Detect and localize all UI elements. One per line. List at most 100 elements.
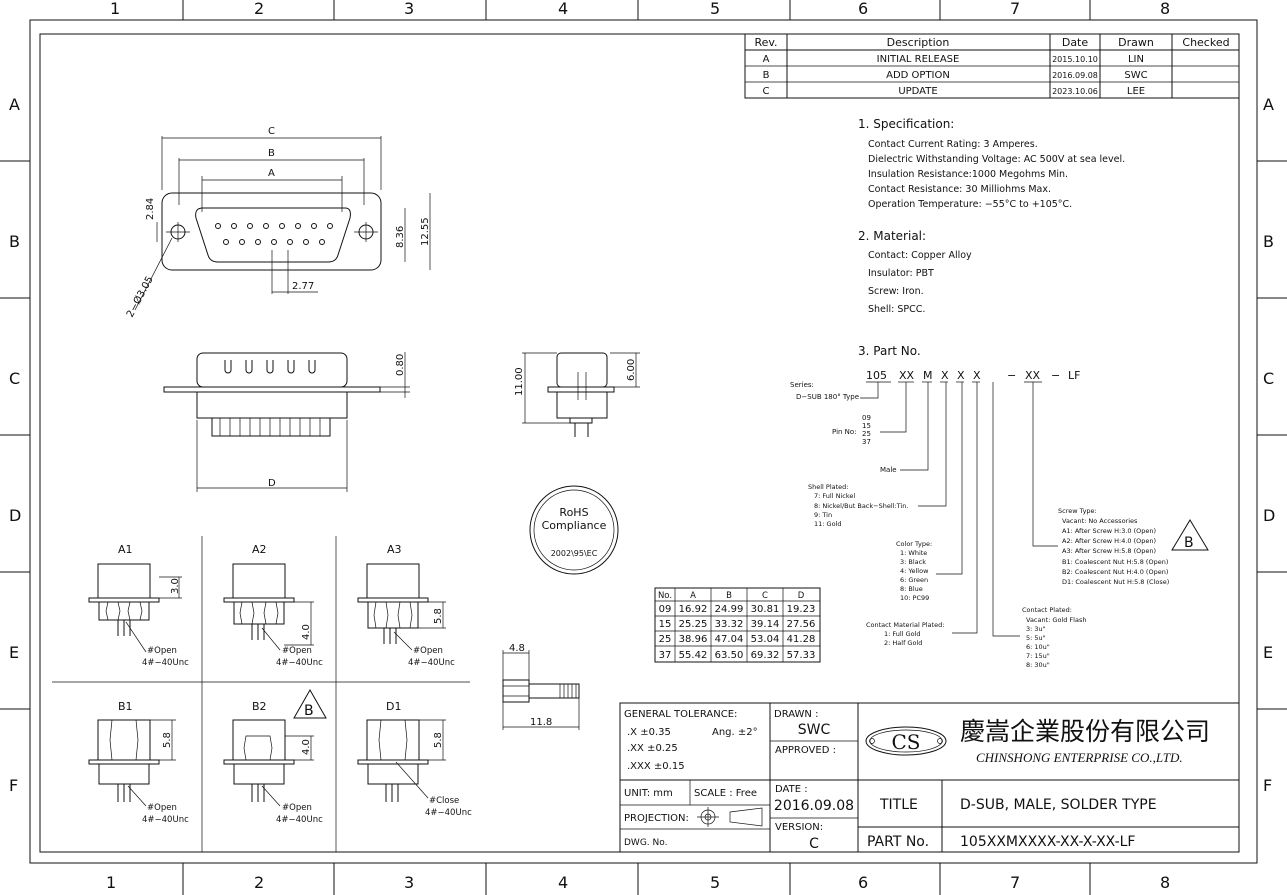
col-label: 2 [254, 0, 264, 18]
rev-cell: LIN [1128, 54, 1144, 65]
svg-text:11.8: 11.8 [530, 717, 552, 728]
row-label: A [1263, 95, 1274, 114]
col-label: 2 [254, 873, 264, 892]
color-type: 4: Yellow [900, 567, 929, 575]
svg-text:4.0: 4.0 [301, 739, 312, 755]
code-seg: − [1051, 369, 1060, 382]
rev-header: Date [1062, 36, 1089, 49]
tolerance-xx: .XX ±0.25 [627, 743, 678, 754]
partno-title: 3. Part No. [858, 344, 921, 358]
screw-detail: 4.8 11.8 [502, 643, 580, 730]
revision-table: Rev. Description Date Drawn Checked A IN… [744, 33, 1240, 99]
code-seg: X [941, 369, 949, 382]
rev-header: Description [887, 36, 950, 49]
tolerance-xxx: .XXX ±0.15 [627, 761, 685, 772]
svg-text:#Open: #Open [147, 803, 177, 813]
dim-cell: 25 [659, 634, 672, 645]
shell-plated: 11: Gold [814, 520, 841, 528]
svg-text:#Close: #Close [429, 796, 459, 806]
color-type: 1: White [900, 549, 927, 557]
tolerance-angle: Ang. ±2° [712, 727, 758, 738]
specification-section: 1. Specification: Contact Current Rating… [858, 117, 1125, 358]
svg-text:#Open: #Open [413, 646, 443, 656]
version-label: VERSION: [775, 822, 823, 833]
dim-cell: 39.14 [751, 619, 780, 630]
spec-line: Dielectric Withstanding Voltage: AC 500V… [868, 154, 1125, 165]
pin-value: 15 [862, 422, 871, 430]
title-value: D-SUB, MALE, SOLDER TYPE [960, 797, 1157, 813]
material-title: 2. Material: [858, 229, 926, 243]
dim-header: No. [658, 591, 672, 601]
connector-side-view: 0.80 D [163, 352, 410, 492]
row-label: A [9, 95, 20, 114]
material-line: Contact: Copper Alloy [868, 250, 972, 261]
svg-text:0.80: 0.80 [395, 354, 406, 376]
svg-text:4#−40Unc: 4#−40Unc [276, 815, 323, 825]
col-label: 5 [710, 873, 720, 892]
dim-cell: 47.04 [715, 634, 744, 645]
dim-cell: 15 [659, 619, 672, 630]
svg-text:5.8: 5.8 [433, 732, 444, 748]
color-type: 6: Green [900, 576, 928, 584]
row-label: F [9, 776, 18, 795]
dimension-table: No. A B C D 09 16.92 24.99 30.81 19.23 1… [654, 587, 821, 663]
rev-cell: UPDATE [898, 86, 937, 97]
screw-type: D1: Coalescent Nut H:5.8 (Close) [1062, 578, 1169, 586]
screw-type: A2: After Screw H:4.0 (Open) [1062, 537, 1156, 545]
variant-a2: A2 4.0 #Open 4#−40Unc [223, 543, 323, 668]
rev-cell: INITIAL RELEASE [877, 54, 960, 65]
screw-type: A3: After Screw H:5.8 (Open) [1062, 547, 1156, 555]
row-label: B [1263, 232, 1274, 251]
col-label: 4 [558, 0, 568, 18]
contact-plated: Vacant: Gold Flash [1026, 616, 1086, 624]
series-value: D−SUB 180° Type [796, 393, 859, 401]
dim-cell: 38.96 [679, 634, 708, 645]
code-seg: LF [1068, 369, 1080, 382]
tolerance-x: .X ±0.35 [627, 727, 671, 738]
contact-plated: 7: 15u" [1026, 652, 1050, 660]
svg-text:B: B [304, 703, 314, 719]
row-label: C [1263, 369, 1274, 388]
rev-cell: 2023.10.06 [1052, 87, 1098, 96]
code-seg: XX [899, 369, 915, 382]
dim-cell: 19.23 [787, 604, 816, 615]
row-label: D [9, 506, 21, 525]
svg-text:A3: A3 [387, 543, 402, 556]
color-type: 10: PC99 [900, 594, 929, 602]
col-label: 3 [404, 873, 414, 892]
projection-symbol-icon [697, 807, 763, 827]
svg-text:6.00: 6.00 [626, 359, 637, 381]
code-seg: M [923, 369, 933, 382]
spec-line: Operation Temperature: −55°C to +105°C. [868, 199, 1072, 210]
svg-text:#Open: #Open [282, 803, 312, 813]
col-label: 3 [404, 0, 414, 18]
svg-text:C: C [268, 126, 275, 137]
svg-text:B: B [268, 148, 275, 159]
shell-plated: 9: Tin [814, 511, 832, 519]
rev-header: Drawn [1118, 36, 1154, 49]
variant-a1: A1 3.0 #Open 4#−40Unc [88, 543, 189, 668]
svg-text:4.0: 4.0 [301, 624, 312, 640]
col-label: 6 [858, 873, 868, 892]
svg-text:B1: B1 [118, 700, 133, 713]
date-label: DATE : [775, 784, 808, 795]
rev-cell: ADD OPTION [886, 70, 950, 81]
row-label: E [9, 643, 19, 662]
shell-plated: Shell Plated: [808, 483, 849, 491]
drawn-value: SWC [798, 722, 831, 738]
svg-text:2.77: 2.77 [292, 281, 314, 292]
contact-plated: 8: 30u" [1026, 661, 1050, 669]
company-name-en: CHINSHONG ENTERPRISE CO.,LTD. [976, 750, 1183, 765]
contact-plated: Contact Plated: [1022, 606, 1072, 614]
pin-label: Pin No: [832, 428, 857, 436]
title-label: TITLE [879, 797, 918, 813]
shell-plated: 7: Full Nickel [814, 492, 855, 500]
dim-cell: 25.25 [679, 619, 708, 630]
dim-cell: 33.32 [715, 619, 744, 630]
rev-header: Checked [1182, 36, 1229, 49]
company-logo: CS [865, 726, 947, 756]
svg-text:Compliance: Compliance [542, 519, 607, 532]
svg-text:4#−40Unc: 4#−40Unc [142, 815, 189, 825]
